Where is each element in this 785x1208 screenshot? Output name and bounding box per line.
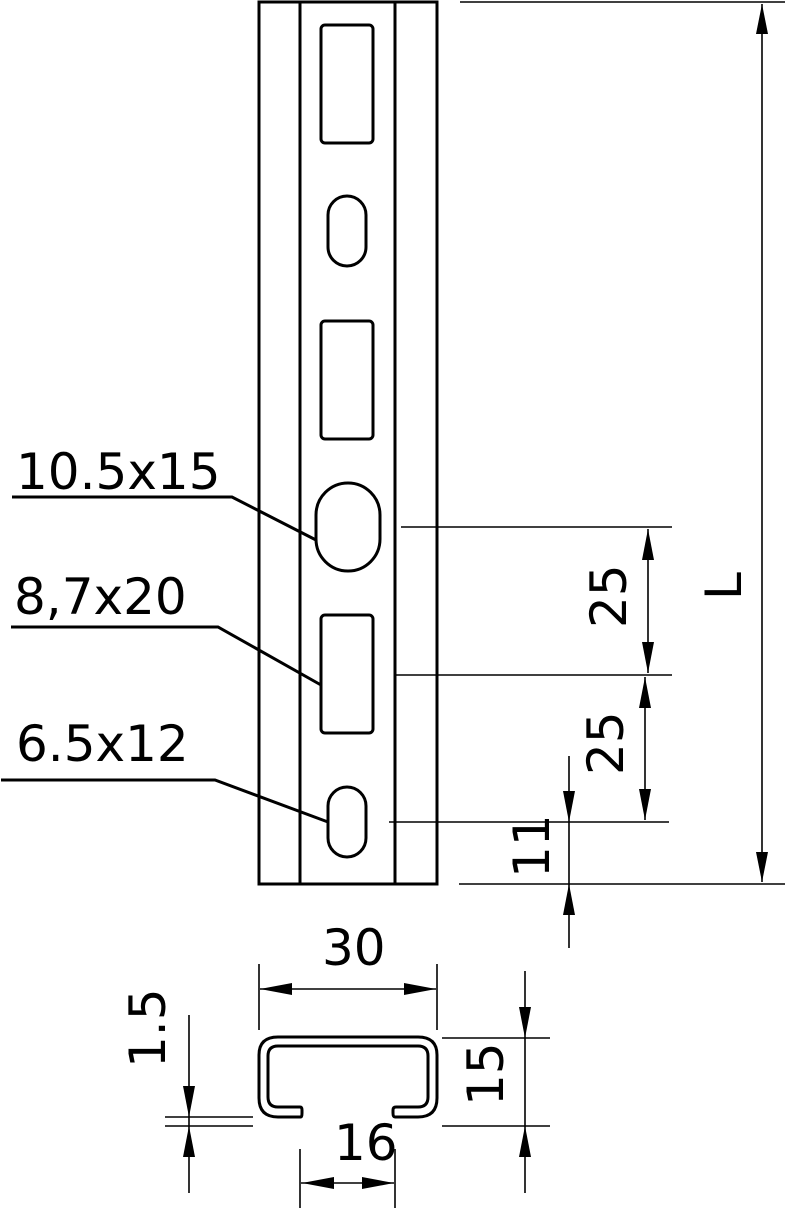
dimension-pitch-lower-label: 25: [577, 711, 635, 775]
dimension-opening-label: 16: [334, 1114, 398, 1172]
hole-label-leaders: [1, 495, 329, 824]
dimension-length-label: L: [695, 572, 753, 600]
rail-cross-section: [257, 1035, 439, 1119]
dimension-length: [756, 4, 768, 882]
rail-front-view: [257, 0, 439, 886]
dimension-end-offset: [563, 756, 575, 948]
extension-lines: [389, 1, 785, 885]
dimension-end-offset-label: 11: [503, 814, 561, 878]
dimension-pitch-upper: [642, 529, 654, 673]
dimension-width: [258, 964, 438, 1030]
oblong-large: [314, 481, 382, 573]
oblong-small-2: [326, 785, 368, 859]
oblong-small-1: [326, 194, 368, 268]
label-rect-slot: 8,7x20: [14, 568, 187, 626]
label-oblong-small: 6.5x12: [16, 715, 189, 773]
rect-slot-2: [319, 319, 375, 441]
dimension-thickness-label: 1.5: [119, 988, 177, 1068]
label-oblong-large: 10.5x15: [16, 443, 221, 501]
dimension-height: [442, 971, 550, 1193]
rect-slot-1: [319, 23, 375, 145]
dimension-pitch-upper-label: 25: [580, 564, 638, 628]
dimension-thickness: [165, 1015, 253, 1193]
rect-slot-3: [319, 613, 375, 735]
dimension-opening: [299, 1149, 396, 1208]
dimension-pitch-lower: [639, 677, 651, 820]
dimension-width-label: 30: [322, 919, 386, 977]
dimension-height-label: 15: [457, 1042, 515, 1106]
